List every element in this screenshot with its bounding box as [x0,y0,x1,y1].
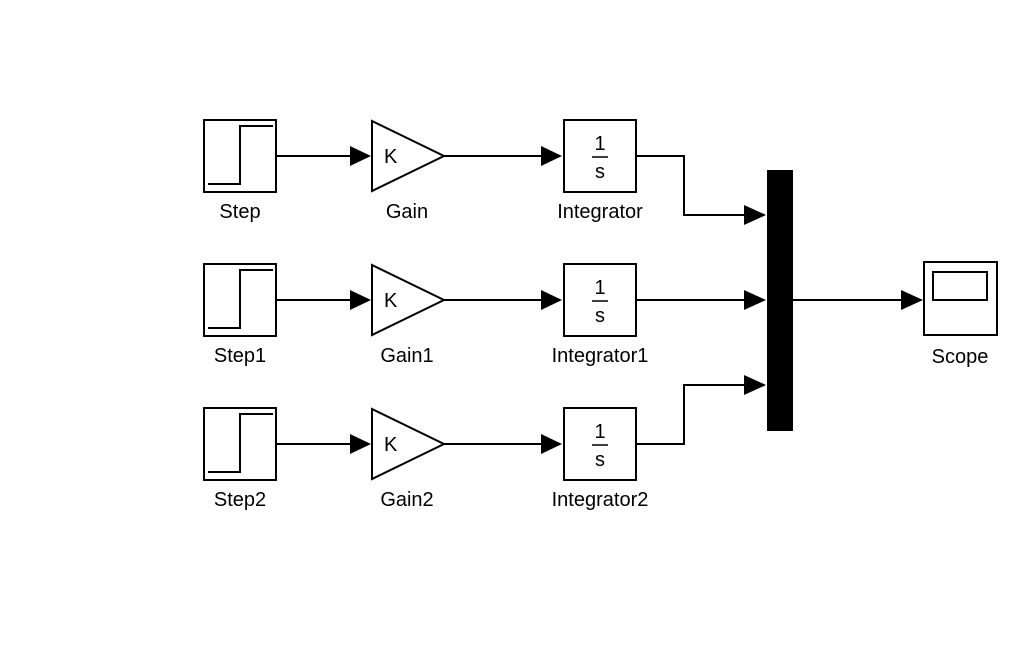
arrowhead [541,290,562,310]
arrowhead [350,290,371,310]
gain-block[interactable]: K [371,119,447,193]
step-block[interactable] [203,119,277,193]
gain-symbol: K [384,290,398,312]
row-3: Step2 K Gain2 1 s Integrator2 [203,375,766,511]
wire-integrator-mux [636,384,746,445]
integrator-denominator: s [595,305,605,327]
gain-block[interactable]: K [371,407,447,481]
arrowhead [350,434,371,454]
gain-label: Gain [386,201,428,223]
integrator-label: Integrator1 [552,345,649,367]
wire-integrator-mux [636,155,746,216]
gain-symbol: K [384,434,398,456]
integrator-block[interactable]: 1 s [563,407,637,481]
step-icon [208,125,273,185]
step-label: Step [219,201,260,223]
arrowhead [744,375,766,395]
integrator-label: Integrator [557,201,643,223]
mux-block[interactable] [767,170,793,431]
integrator-numerator: 1 [594,133,605,155]
arrowhead [901,290,923,310]
step-icon [208,269,273,329]
arrowhead [541,434,562,454]
integrator-numerator: 1 [594,421,605,443]
step-label: Step1 [214,345,266,367]
step-block[interactable] [203,263,277,337]
row-2: Step1 K Gain1 1 s Integrator1 [203,263,766,367]
arrowhead [744,205,766,225]
step-block[interactable] [203,407,277,481]
arrowhead [350,146,371,166]
scope-label: Scope [932,346,989,368]
integrator-denominator: s [595,449,605,471]
gain-label: Gain1 [380,345,433,367]
step-icon [208,413,273,473]
integrator-denominator: s [595,161,605,183]
gain-label: Gain2 [380,489,433,511]
step-label: Step2 [214,489,266,511]
gain-symbol: K [384,146,398,168]
integrator-block[interactable]: 1 s [563,119,637,193]
integrator-numerator: 1 [594,277,605,299]
arrowhead [541,146,562,166]
row-1: Step K Gain 1 s Integrator [203,119,766,225]
gain-block[interactable]: K [371,263,447,337]
integrator-block[interactable]: 1 s [563,263,637,337]
scope-screen-icon [932,271,988,301]
arrowhead [744,290,766,310]
scope-block[interactable] [923,261,998,336]
integrator-label: Integrator2 [552,489,649,511]
